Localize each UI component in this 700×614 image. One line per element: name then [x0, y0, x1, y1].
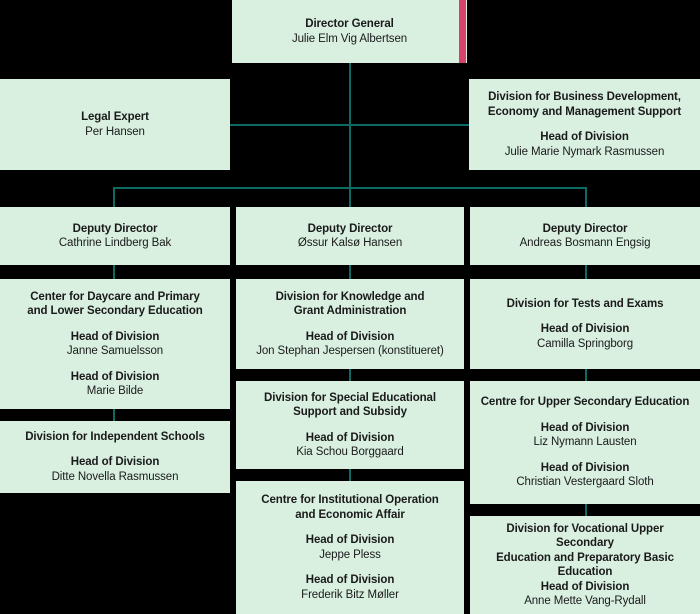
daycare-person-1: Janne Samuelsson: [66, 345, 164, 357]
node-special-education[interactable]: Division for Special Educational Support…: [236, 381, 464, 469]
node-deputy-director-left[interactable]: Deputy Director Cathrine Lindberg Bak: [0, 207, 230, 265]
accent-bar-icon: [459, 0, 466, 63]
institutional-title-line2: and Economic Affair: [295, 508, 405, 521]
connector-right-col-drop-2: [585, 369, 587, 381]
daycare-title-line1: Center for Daycare and Primary: [30, 290, 200, 303]
tests-exams-person: Camilla Springborg: [537, 337, 633, 350]
upper-secondary-person-2: Christian Vestergaard Sloth: [516, 476, 654, 489]
node-deputy-director-right[interactable]: Deputy Director Andreas Bosmann Engsig: [470, 207, 700, 265]
deputy-right-title: Deputy Director: [542, 222, 628, 235]
institutional-role-2: Head of Division: [305, 574, 395, 586]
daycare-role-1: Head of Division: [70, 330, 160, 343]
director-general-title: Director General: [305, 18, 394, 30]
institutional-person-1: Jeppe Pless: [319, 548, 381, 561]
daycare-role-2: Head of Division: [70, 370, 160, 383]
tests-exams-role: Head of Division: [540, 323, 630, 336]
connector-deputy-right-drop: [585, 187, 587, 207]
daycare-person-2: Marie Bilde: [86, 385, 144, 397]
vocational-person: Anne Mette Vang-Rydall: [524, 595, 646, 607]
daycare-title-line2: and Lower Secondary Education: [27, 305, 203, 317]
business-development-title-line2: Economy and Management Support: [487, 105, 682, 118]
node-institutional-operation[interactable]: Centre for Institutional Operation and E…: [236, 481, 464, 614]
deputy-middle-person: Øssur Kalsø Hansen: [297, 237, 403, 249]
upper-secondary-person-1: Liz Nymann Lausten: [533, 436, 637, 449]
special-education-role: Head of Division: [305, 431, 395, 444]
institutional-person-2: Frederik Bitz Møller: [301, 588, 399, 601]
institutional-role-1: Head of Division: [305, 534, 395, 546]
vocational-title-line2: Education and Preparatory Basic Educatio…: [496, 551, 674, 579]
node-vocational-upper-secondary[interactable]: Division for Vocational Upper Secondary …: [470, 516, 700, 614]
node-director-general[interactable]: Director General Julie Elm Vig Albertsen: [232, 0, 467, 63]
node-independent-schools[interactable]: Division for Independent Schools Head of…: [0, 421, 230, 493]
special-education-title-line1: Division for Special Educational: [264, 391, 436, 404]
deputy-right-person: Andreas Bosmann Engsig: [519, 237, 651, 249]
director-general-person: Julie Elm Vig Albertsen: [291, 32, 408, 45]
deputy-left-person: Cathrine Lindberg Bak: [58, 237, 172, 249]
connector-left-col-drop-2: [113, 409, 115, 421]
node-knowledge-grant[interactable]: Division for Knowledge and Grant Adminis…: [236, 279, 464, 369]
independent-schools-title: Division for Independent Schools: [25, 430, 205, 443]
legal-expert-title: Legal Expert: [81, 111, 149, 123]
special-education-person: Kia Schou Borggaard: [296, 446, 404, 458]
business-development-role: Head of Division: [540, 131, 629, 143]
upper-secondary-role-2: Head of Division: [540, 461, 630, 474]
connector-right-col-drop-3: [585, 504, 587, 516]
node-legal-expert[interactable]: Legal Expert Per Hansen: [0, 79, 230, 170]
vocational-title-line1: Division for Vocational Upper Secondary: [506, 522, 664, 550]
deputy-middle-title: Deputy Director: [307, 222, 393, 235]
upper-secondary-role-1: Head of Division: [540, 421, 630, 434]
vocational-role: Head of Division: [540, 580, 630, 593]
upper-secondary-title: Centre for Upper Secondary Education: [480, 396, 690, 409]
connector-deputy-middle-drop: [349, 187, 351, 207]
institutional-title-line1: Centre for Institutional Operation: [261, 494, 439, 506]
node-tests-exams[interactable]: Division for Tests and Exams Head of Div…: [470, 279, 700, 369]
business-development-title-line1: Division for Business Development,: [488, 91, 681, 103]
legal-expert-person: Per Hansen: [85, 125, 145, 138]
node-business-development[interactable]: Division for Business Development, Econo…: [469, 79, 700, 170]
tests-exams-title: Division for Tests and Exams: [506, 297, 664, 310]
connector-middle-col-drop-3: [349, 469, 351, 481]
independent-schools-role: Head of Division: [70, 456, 160, 469]
special-education-title-line2: Support and Subsidy: [293, 406, 407, 418]
node-daycare-primary[interactable]: Center for Daycare and Primary and Lower…: [0, 279, 230, 409]
knowledge-grant-title-line2: Grant Administration: [293, 305, 407, 317]
node-upper-secondary[interactable]: Centre for Upper Secondary Education Hea…: [470, 381, 700, 504]
connector-deputy-left-drop: [113, 187, 115, 207]
connector-middle-col-drop: [349, 265, 351, 279]
knowledge-grant-person: Jon Stephan Jespersen (konstitueret): [256, 345, 444, 357]
node-deputy-director-middle[interactable]: Deputy Director Øssur Kalsø Hansen: [236, 207, 464, 265]
deputy-left-title: Deputy Director: [72, 222, 158, 235]
connector-level1-horizontal: [230, 124, 470, 126]
connector-left-col-drop: [113, 265, 115, 279]
independent-schools-person: Ditte Novella Rasmussen: [51, 470, 179, 483]
knowledge-grant-title-line1: Division for Knowledge and: [275, 290, 425, 303]
business-development-person: Julie Marie Nymark Rasmussen: [504, 145, 665, 158]
connector-middle-col-drop-2: [349, 369, 351, 381]
knowledge-grant-role: Head of Division: [305, 330, 395, 343]
connector-right-col-drop: [585, 265, 587, 279]
